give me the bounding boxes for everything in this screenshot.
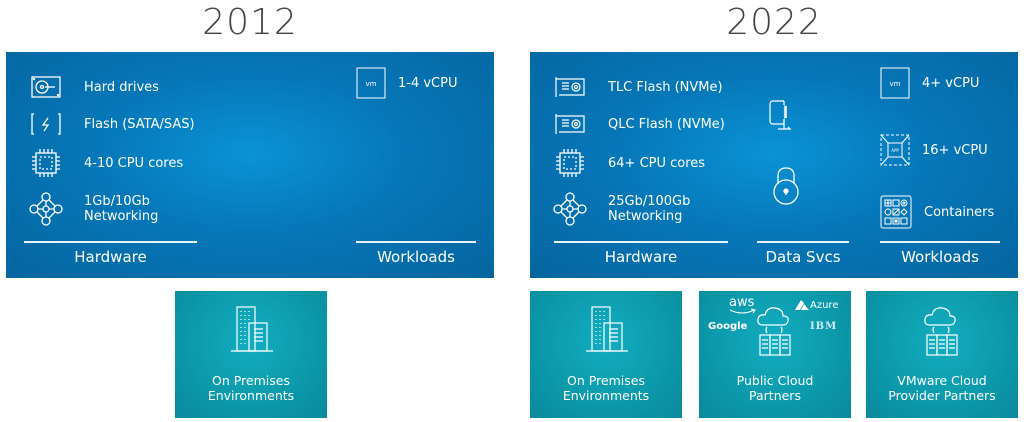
ibm-logo: IBM <box>810 321 838 332</box>
hw-item-qlc-flash: QLC Flash (NVMe) <box>552 109 725 139</box>
hw-item-tlc-flash: TLC Flash (NVMe) <box>552 72 723 102</box>
workload-item-containers: Containers <box>880 195 994 229</box>
panel-2012: Hard drives Flash (SATA/SAS) 4-10 CPU co… <box>6 52 494 278</box>
building-icon <box>530 297 682 367</box>
data-svcs-divider <box>757 241 849 243</box>
cpu-chip-icon <box>28 148 64 178</box>
hw-item-networking: 1Gb/10Gb Networking <box>28 192 158 226</box>
section-label-workloads: Workloads <box>901 248 979 266</box>
google-logo: Google <box>708 321 748 332</box>
flash-drive-icon <box>28 109 64 139</box>
network-icon <box>28 192 64 226</box>
svg-text:vm: vm <box>366 80 377 88</box>
env-tile-public-cloud: aws Azure Google IBM Public Cloud Partne… <box>699 291 851 418</box>
vm-icon: vm <box>356 67 386 99</box>
hardware-divider <box>554 241 728 243</box>
hardware-divider <box>24 241 197 243</box>
hard-drive-icon <box>28 72 64 102</box>
workload-item-app: APP 16+ vCPU <box>880 134 988 166</box>
panel-2022: TLC Flash (NVMe) QLC Flash (NVMe) 64+ CP… <box>530 52 1018 278</box>
azure-logo-icon <box>795 300 809 310</box>
building-icon <box>175 297 327 367</box>
year-2012-heading: 2012 <box>202 2 298 43</box>
hw-item-cpu: 64+ CPU cores <box>552 148 705 178</box>
section-label-hardware: Hardware <box>74 248 147 266</box>
section-label-hardware: Hardware <box>604 248 678 266</box>
section-label-workloads: Workloads <box>377 248 455 266</box>
azure-logo: Azure <box>810 300 839 311</box>
year-2022-heading: 2022 <box>726 2 822 43</box>
workload-item-vm: vm 1-4 vCPU <box>356 67 458 99</box>
hw-item-networking: 25Gb/100Gb Networking <box>552 192 690 226</box>
compression-clamp-icon <box>768 99 794 139</box>
padlock-icon <box>770 166 802 210</box>
nvme-card-icon <box>552 109 588 139</box>
nvme-card-icon <box>552 72 588 102</box>
workloads-divider <box>356 241 476 243</box>
containers-icon <box>880 195 912 229</box>
hw-item-flash: Flash (SATA/SAS) <box>28 109 195 139</box>
cloud-servers-icon <box>866 297 1018 367</box>
svg-text:APP: APP <box>891 148 899 153</box>
workloads-divider <box>880 241 1000 243</box>
env-tile-on-premises-2012: On Premises Environments <box>175 291 327 418</box>
svg-text:vm: vm <box>890 80 901 88</box>
aws-logo: aws <box>729 295 755 310</box>
section-label-data-svcs: Data Svcs <box>765 248 841 266</box>
cpu-chip-icon <box>552 148 588 178</box>
hw-item-hard-drives: Hard drives <box>28 72 159 102</box>
hw-item-cpu: 4-10 CPU cores <box>28 148 183 178</box>
aws-smile-icon <box>729 308 756 314</box>
app-icon: APP <box>880 134 910 166</box>
network-icon <box>552 192 588 226</box>
cloud-servers-icon <box>699 297 851 367</box>
vm-icon: vm <box>880 67 910 99</box>
workload-item-vm: vm 4+ vCPU <box>880 67 979 99</box>
env-tile-on-premises-2022: On Premises Environments <box>530 291 682 418</box>
env-tile-vmware-cloud-provider: VMware Cloud Provider Partners <box>866 291 1018 418</box>
